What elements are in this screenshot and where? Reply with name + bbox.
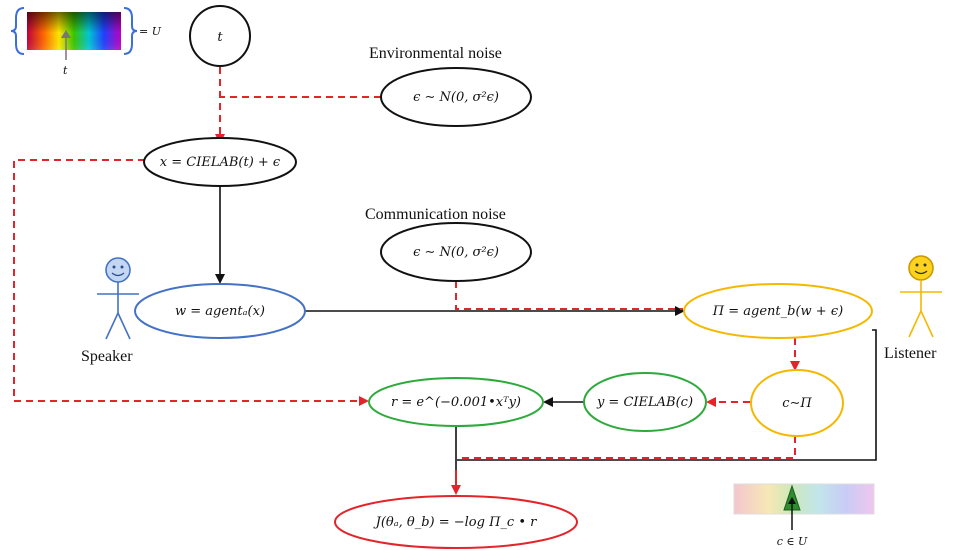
node-x: x = CIELAB(t) + ϵ xyxy=(143,137,297,187)
right-brace-icon xyxy=(123,7,138,55)
node-c: c∼Π xyxy=(750,369,844,437)
svg-text:t: t xyxy=(217,30,223,45)
environmental-noise-title: Environmental noise xyxy=(369,45,502,62)
communication-noise-title: Communication noise xyxy=(365,206,506,223)
svg-text:y = CIELAB(c): y = CIELAB(c) xyxy=(596,395,693,410)
c-in-u-label: c ∈ U xyxy=(777,535,808,548)
node-environmental-noise: ϵ ∼ N(0, σ²ϵ) xyxy=(380,67,532,127)
u-equals-label: = U xyxy=(139,25,162,38)
color-spectrum-shade xyxy=(27,12,121,50)
svg-text:c∼Π: c∼Π xyxy=(782,396,812,411)
listener-label: Listener xyxy=(884,345,937,362)
edge-x-to-r xyxy=(13,159,369,406)
node-communication-noise: ϵ ∼ N(0, σ²ϵ) xyxy=(380,222,532,282)
node-y: y = CIELAB(c) xyxy=(583,372,707,432)
node-t: t xyxy=(189,5,251,67)
node-r: r = e^(−0.001•xᵀy) xyxy=(368,377,544,427)
node-w-speaker-agent: w = agentₐ(x) xyxy=(134,283,306,339)
svg-text:x = CIELAB(t) + ϵ: x = CIELAB(t) + ϵ xyxy=(160,155,281,170)
t-pointer-label: t xyxy=(63,64,68,77)
speaker-label: Speaker xyxy=(81,348,133,365)
edge-pi-to-j xyxy=(457,329,877,461)
edge-c-to-j xyxy=(460,436,796,459)
speaker-figure-icon xyxy=(97,257,139,340)
svg-text:ϵ ∼ N(0, σ²ϵ): ϵ ∼ N(0, σ²ϵ) xyxy=(413,90,499,105)
color-choice-legend: c ∈ U xyxy=(733,483,875,548)
svg-text:Π = agent_b(w + ϵ): Π = agent_b(w + ϵ) xyxy=(712,304,843,319)
listener-figure-icon xyxy=(900,255,942,338)
node-j-objective: J(θₐ, θ_b) = −log Π_c • r xyxy=(334,495,578,549)
svg-text:ϵ ∼ N(0, σ²ϵ): ϵ ∼ N(0, σ²ϵ) xyxy=(413,245,499,260)
edge-comm-noise-to-pi xyxy=(455,281,683,310)
left-brace-icon xyxy=(10,7,25,55)
pale-spectrum-bar xyxy=(733,483,875,515)
color-spectrum-legend: = U t xyxy=(10,7,162,77)
svg-text:w = agentₐ(x): w = agentₐ(x) xyxy=(175,304,265,319)
c-pointer-head xyxy=(788,497,796,504)
t-pointer-head xyxy=(61,30,71,38)
svg-text:J(θₐ, θ_b) = −log Π_c • r: J(θₐ, θ_b) = −log Π_c • r xyxy=(373,515,538,530)
svg-text:r = e^(−0.001•xᵀy): r = e^(−0.001•xᵀy) xyxy=(391,395,521,410)
node-pi-listener-agent: Π = agent_b(w + ϵ) xyxy=(683,283,873,339)
